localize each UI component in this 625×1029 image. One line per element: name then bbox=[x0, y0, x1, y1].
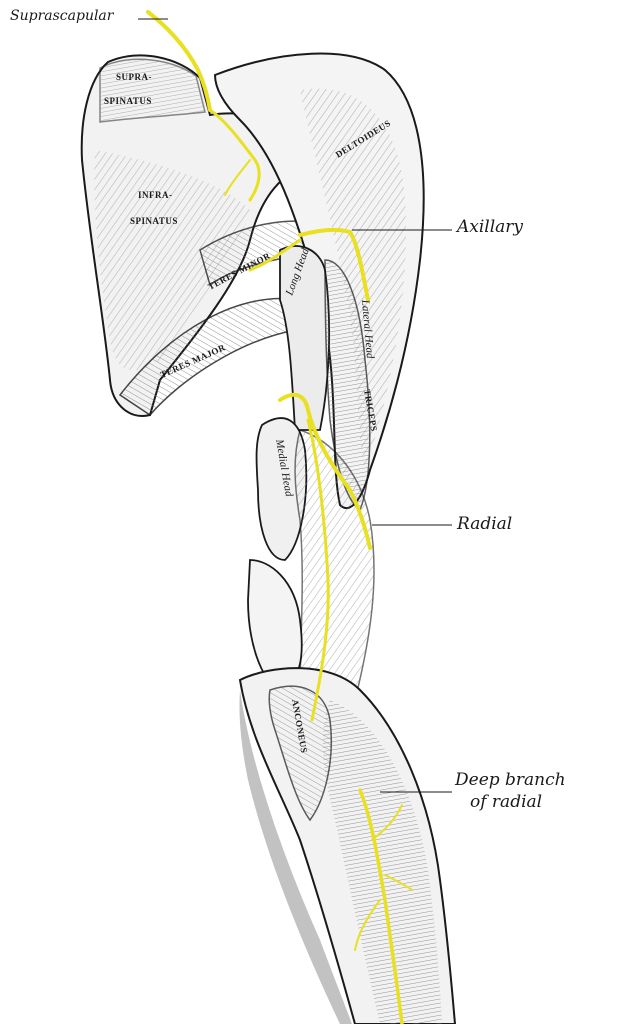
deep-branch-twig-1 bbox=[371, 804, 403, 841]
anconeus-shape bbox=[268, 685, 333, 822]
supraspinatus-shape bbox=[99, 58, 206, 123]
radial-nerve-lower bbox=[306, 418, 330, 722]
axillary-nerve-branch bbox=[248, 238, 302, 272]
infraspinatus-shading bbox=[94, 150, 250, 371]
callout-deep-branch-line2: of radial bbox=[470, 792, 543, 812]
suprascapular-nerve bbox=[146, 10, 212, 112]
leader-lines bbox=[138, 18, 452, 793]
callout-deep-branch-line1: Deep branch bbox=[455, 770, 566, 790]
callout-axillary: Axillary bbox=[457, 217, 524, 237]
muscle-label-supraspinatus-1: SUPRA- bbox=[116, 72, 152, 82]
muscle-label-infraspinatus-2: SPINATUS bbox=[130, 216, 178, 226]
suprascapular-nerve-twig bbox=[224, 159, 251, 196]
radial-nerve bbox=[278, 392, 372, 550]
forearm-shading bbox=[322, 700, 442, 1024]
axillary-nerve bbox=[298, 227, 370, 302]
muscle-label-infraspinatus-1: INFRA- bbox=[138, 190, 173, 200]
muscle-label-supraspinatus-2: SPINATUS bbox=[104, 96, 152, 106]
deep-branch-twig-2 bbox=[354, 899, 381, 951]
muscle-label-lateral-head: Lateral Head bbox=[359, 298, 376, 359]
deep-branch-twig-3 bbox=[384, 874, 413, 891]
nerves bbox=[146, 10, 413, 1026]
deep-branch-nerve bbox=[358, 788, 404, 1026]
suprascapular-nerve-branch bbox=[208, 108, 261, 202]
callout-radial: Radial bbox=[457, 514, 513, 534]
callout-suprascapular: Suprascapular bbox=[10, 8, 114, 24]
deltoid-shading bbox=[300, 88, 406, 471]
